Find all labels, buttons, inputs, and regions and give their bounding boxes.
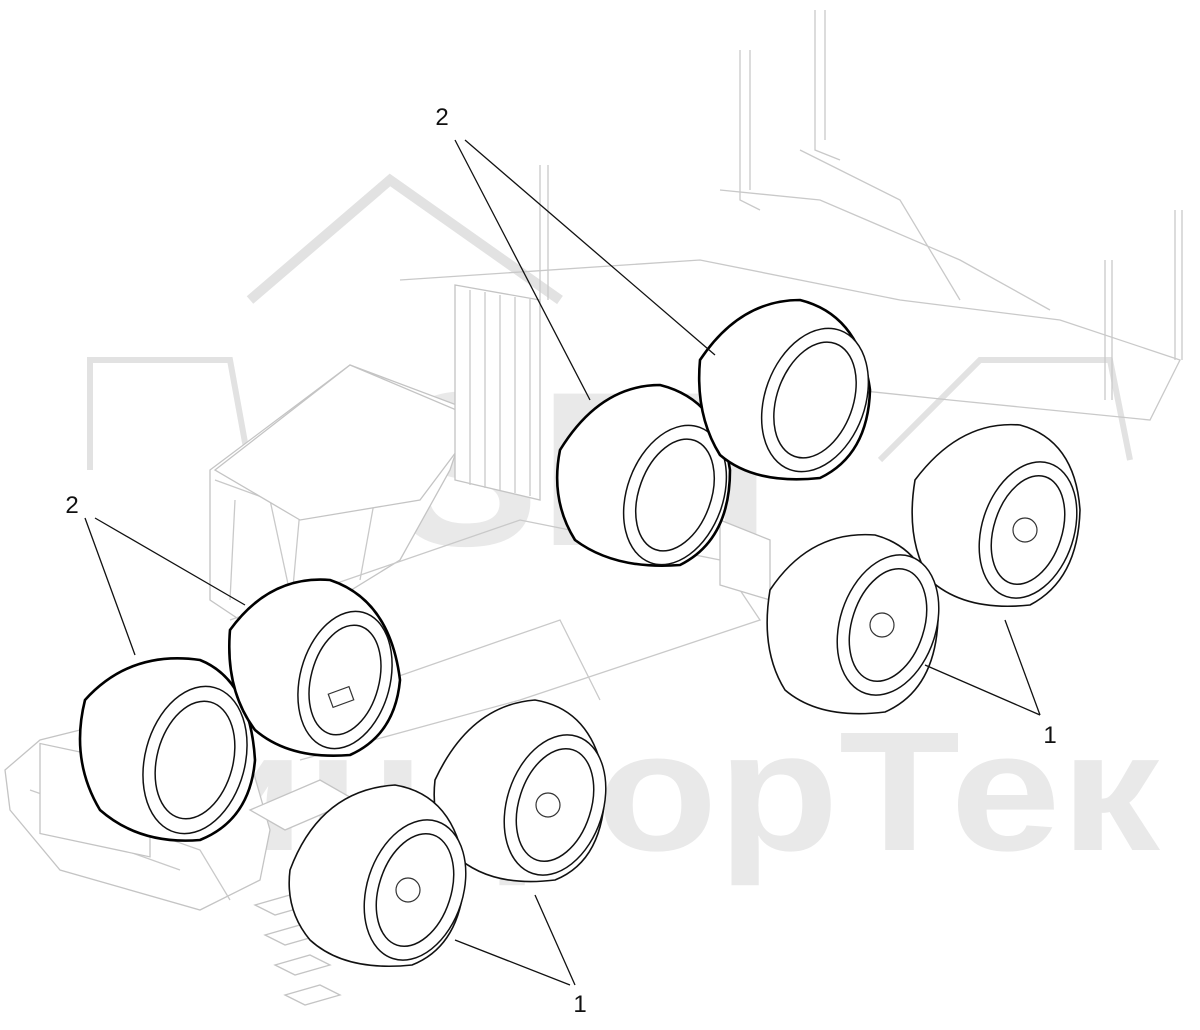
headboard: [454, 284, 541, 501]
callout-1-right: 1: [1043, 722, 1056, 749]
wheel-bottom-rear: [433, 699, 607, 883]
wheel-set-2-rear: [555, 298, 872, 567]
callouts: 2 2 1 1: [65, 104, 1056, 1018]
callout-1-bottom: 1: [573, 991, 586, 1018]
wheel-bottom-front: [288, 784, 467, 968]
cab-roof: [213, 364, 482, 521]
wheel-set-2-front: [78, 578, 402, 842]
wheel-front-left: [78, 657, 257, 842]
wheel-rear-upper-left: [555, 383, 732, 567]
wheel-front-right: [228, 578, 402, 757]
wheel-right-rear: [766, 533, 940, 715]
stake-2: [814, 10, 841, 161]
wheel-right-front: [911, 423, 1081, 608]
stake-1: [739, 50, 761, 211]
leader-lines: [84, 139, 1041, 986]
callout-2-left: 2: [65, 492, 78, 519]
callout-2-upper: 2: [435, 104, 448, 131]
wheel-rear-upper-right: [697, 298, 872, 481]
load-frame: [399, 259, 1181, 421]
wheel-set-1-right: [766, 423, 1081, 715]
wheel-set-1-bottom: [288, 699, 607, 968]
access-steps: [253, 894, 342, 1006]
